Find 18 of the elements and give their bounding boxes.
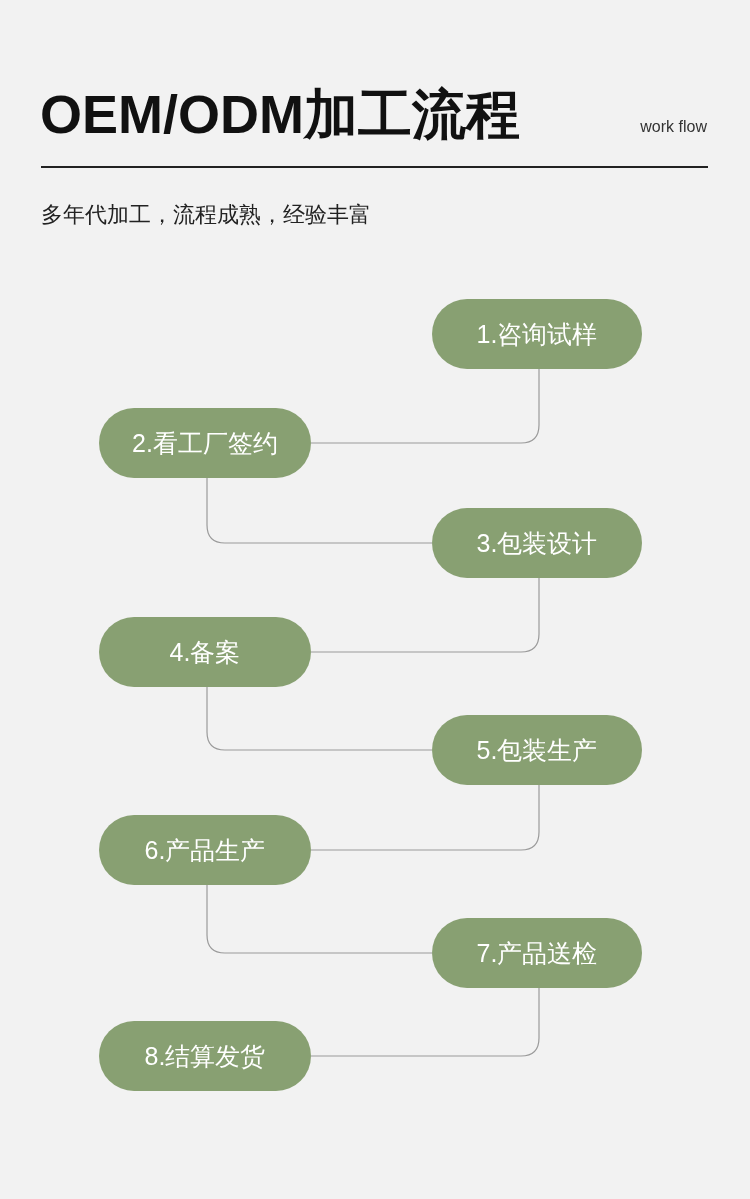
page-title: OEM/ODM加工流程 <box>40 83 520 146</box>
step-label: 4.备案 <box>169 637 241 667</box>
tagline: 多年代加工，流程成熟，经验丰富 <box>41 201 371 229</box>
connector-line <box>310 784 540 851</box>
step-label: 6.产品生产 <box>144 835 266 865</box>
connector-line <box>310 368 540 444</box>
connector-line <box>310 577 540 653</box>
connector-line <box>206 477 433 544</box>
english-subtitle: work flow <box>640 117 707 137</box>
step-label: 5.包装生产 <box>476 735 598 765</box>
connector-line <box>206 686 433 751</box>
connector-line <box>206 884 433 954</box>
step-label: 7.产品送检 <box>476 938 598 968</box>
connector-line <box>310 987 540 1057</box>
step-label: 8.结算发货 <box>144 1041 266 1071</box>
step-label: 3.包装设计 <box>476 528 598 558</box>
step-label: 1.咨询试样 <box>476 319 598 349</box>
step-label: 2.看工厂签约 <box>132 428 278 458</box>
